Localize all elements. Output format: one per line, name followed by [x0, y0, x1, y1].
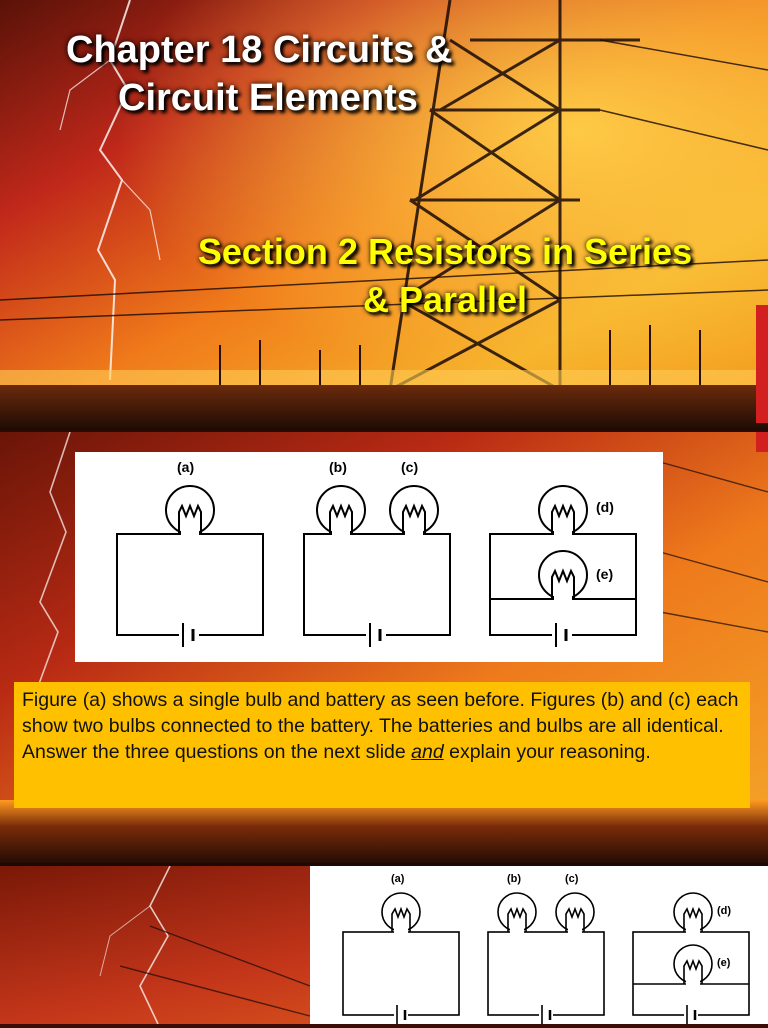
label-c: (c) [401, 459, 418, 475]
section-title: Section 2 Resistors in Series & Parallel [150, 228, 740, 324]
battery-icon [539, 1005, 553, 1024]
power-tower-background [0, 0, 768, 432]
battery-icon [366, 623, 386, 647]
chapter-title-line-1: Chapter 18 Circuits & [66, 29, 453, 71]
label-a: (a) [177, 459, 194, 475]
battery-icon [684, 1005, 698, 1024]
bulb-icon-d [673, 892, 713, 933]
circuit-diagrams-preview: (a) (b) (c) (d) (e) [342, 873, 750, 1024]
label-a: (a) [391, 873, 405, 885]
chapter-title-line-2: Circuit Elements [118, 77, 418, 119]
bulb-icon-c [555, 892, 595, 933]
circuit-diagrams: (a) (b) (c) (d) (e) [116, 459, 637, 647]
label-c: (c) [565, 873, 579, 885]
circuit-figure-preview: (a) (b) (c) (d) (e) [310, 866, 768, 1024]
battery-icon [552, 623, 572, 647]
caption-emphasis: and [411, 741, 444, 763]
bulb-icon-d [538, 485, 588, 536]
caption-text-2: explain your reasoning. [443, 741, 651, 763]
label-d: (d) [717, 905, 731, 917]
label-e: (e) [596, 566, 613, 582]
bulb-icon-c [389, 485, 439, 536]
label-b: (b) [329, 459, 347, 475]
caption-text-1: Figure (a) shows a single bulb and batte… [22, 689, 739, 763]
battery-icon [394, 1005, 408, 1024]
label-e: (e) [717, 957, 731, 969]
chapter-title: Chapter 18 Circuits & Circuit Elements [66, 26, 452, 122]
label-b: (b) [507, 873, 521, 885]
bulb-icon-e [673, 944, 713, 985]
title-slide: Chapter 18 Circuits & Circuit Elements S… [0, 0, 768, 432]
circuit-figure: (a) (b) (c) (d) (e) [75, 452, 663, 662]
bulb-icon-e [538, 550, 588, 601]
slide-accent-bar [756, 305, 768, 423]
battery-icon [179, 623, 199, 647]
slide-divider [0, 863, 768, 867]
label-d: (d) [596, 499, 614, 515]
figure-caption: Figure (a) shows a single bulb and batte… [14, 682, 750, 808]
bulb-icon-a [165, 485, 215, 536]
bulb-icon-b [497, 892, 537, 933]
bulb-icon-b [316, 485, 366, 536]
section-title-line-1: Section 2 Resistors in Series [197, 231, 693, 272]
bulb-icon-a [381, 892, 421, 933]
section-title-line-2: & Parallel [362, 279, 528, 320]
slide-accent-bar [756, 432, 768, 452]
